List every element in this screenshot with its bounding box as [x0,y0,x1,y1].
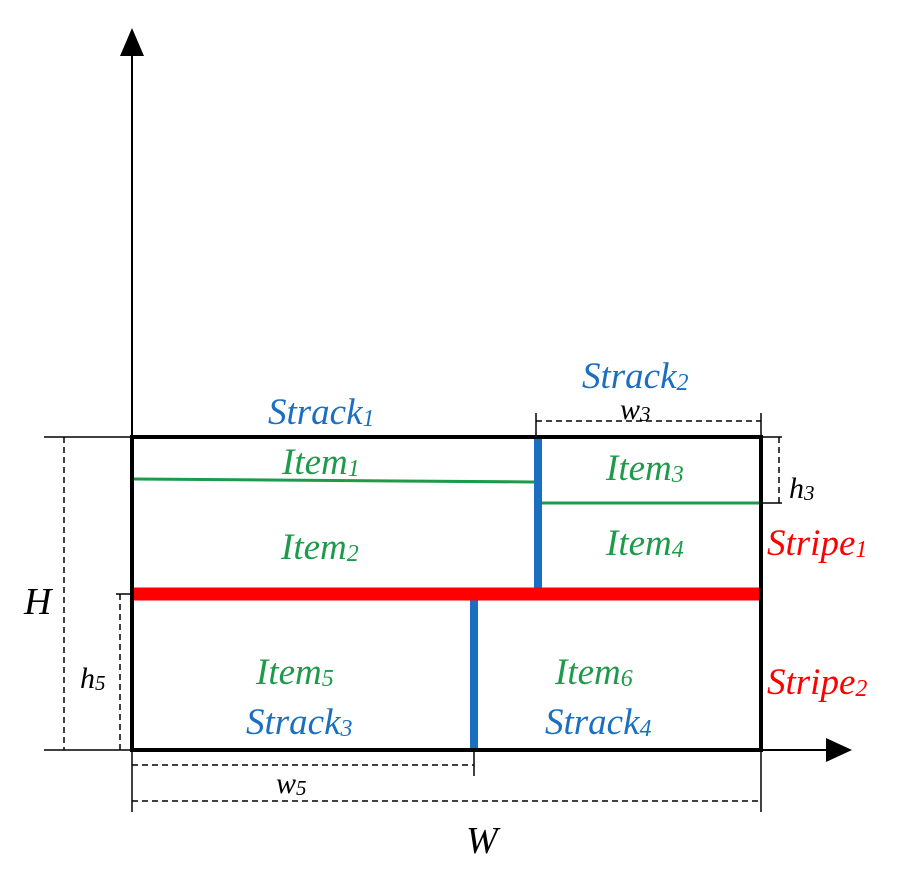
inner-divisions [133,437,760,750]
label-W: W [466,820,501,862]
label-item6: Item6 [554,652,633,693]
label-item4: Item4 [605,523,684,564]
label-strack4: Strack4 [545,702,652,743]
label-w3: w3 [620,393,651,426]
y-axis-arrowhead [120,28,144,56]
labels: Strack1 Strack2 Strack3 Strack4 Item1 It… [23,356,867,862]
label-item1: Item1 [281,442,360,483]
item1-item2-divider [133,477,535,484]
label-strack3: Strack3 [246,702,353,743]
label-h3: h3 [789,472,815,505]
dimension-lines [44,413,782,812]
label-stripe2: Stripe2 [767,662,867,703]
label-H: H [23,581,54,623]
label-item5: Item5 [255,652,334,693]
label-item2: Item2 [280,527,359,568]
x-axis-arrowhead [826,738,852,762]
label-item3: Item3 [605,448,684,489]
label-h5: h5 [80,662,106,695]
label-stripe1: Stripe1 [767,523,867,564]
label-strack2: Strack2 [582,356,689,397]
label-w5: w5 [276,767,307,800]
axes [120,28,852,762]
label-strack1: Strack1 [268,392,375,433]
